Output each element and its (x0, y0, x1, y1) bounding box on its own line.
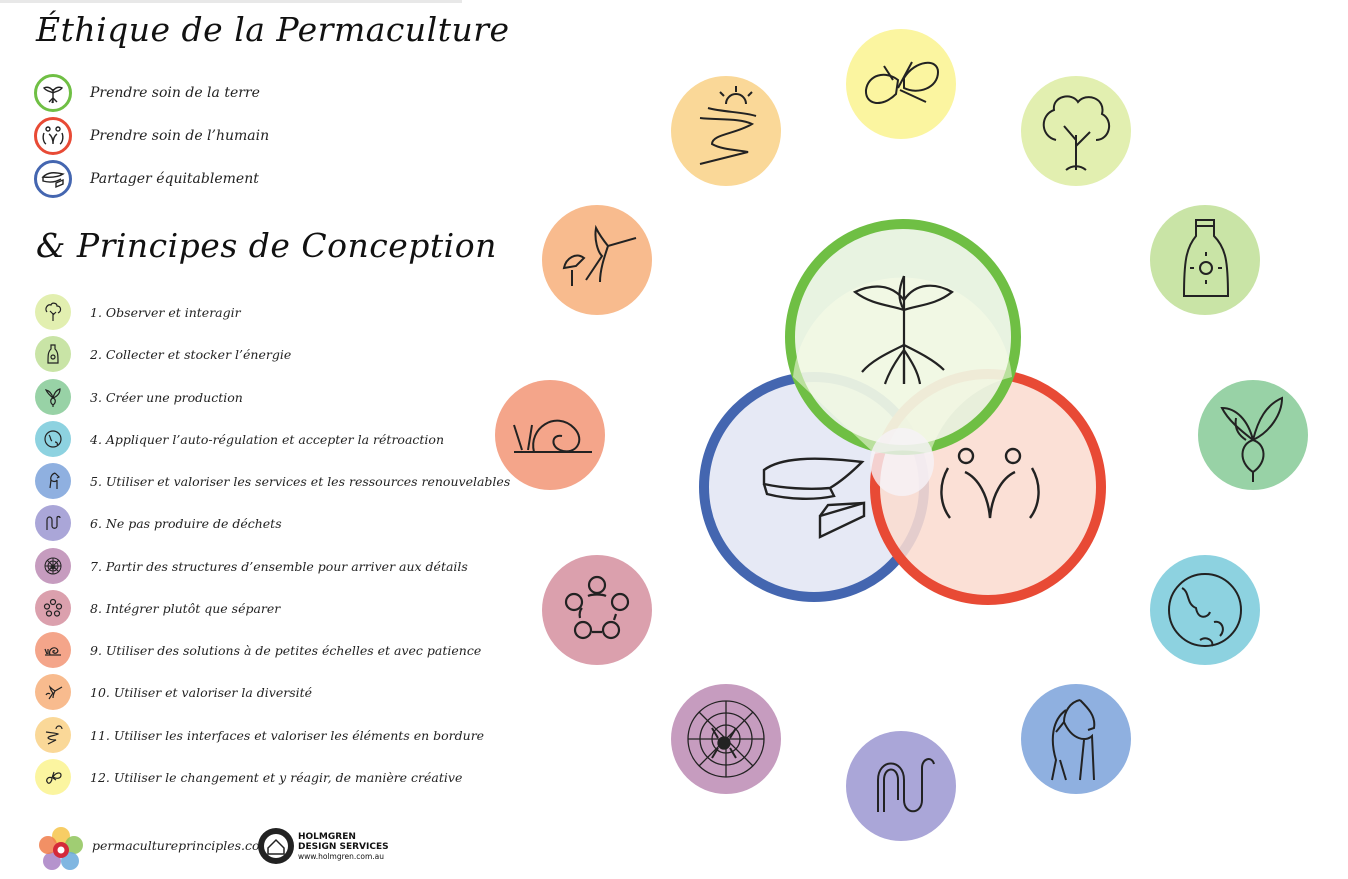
principle-item: 10. Utiliser et valoriser la diversité (35, 673, 312, 711)
principle-label: 1. Observer et interagir (90, 304, 241, 320)
principle-item: 5. Utiliser et valoriser les services et… (35, 462, 510, 500)
ethic-label: Prendre soin de l’humain (90, 128, 270, 144)
people-icon (34, 117, 72, 155)
principles-title: & Principes de Conception (36, 226, 497, 265)
butterfly-icon (35, 759, 71, 795)
principle-item: 6. Ne pas produire de déchets (35, 504, 282, 542)
company-line1: HOLMGREN (298, 832, 356, 842)
principle-item: 8. Intégrer plutôt que séparer (35, 589, 280, 627)
company-url-link[interactable]: www.holmgren.com.au (298, 852, 385, 861)
principle-label: 2. Collecter et stocker l’énergie (90, 346, 292, 362)
tree-icon (34, 74, 72, 112)
permaculture-diagram (495, 29, 1308, 841)
hummingbird-icon (562, 224, 637, 286)
holmgren-logo (256, 826, 296, 866)
principle-label: 5. Utiliser et valoriser les services et… (90, 473, 511, 489)
ethic-fair-share: Partager équitablement (34, 160, 259, 198)
beet-icon (1220, 396, 1284, 482)
principle-item: 3. Créer une production (35, 378, 243, 416)
principle-item: 1. Observer et interagir (35, 293, 241, 331)
ethics-title: Éthique de la Permaculture (36, 10, 510, 49)
snail-icon (35, 632, 71, 668)
principle-item: 11. Utiliser les interfaces et valoriser… (35, 716, 484, 754)
hummingbird-icon (35, 674, 71, 710)
company-line2: DESIGN SERVICES (298, 842, 389, 852)
principle-label: 12. Utiliser le changement et y réagir, … (90, 769, 463, 785)
tree-icon (852, 275, 954, 385)
horse-icon (1051, 699, 1096, 781)
principle-label: 8. Intégrer plutôt que séparer (90, 600, 281, 616)
spider-web-icon (35, 548, 71, 584)
principle-item: 12. Utiliser le changement et y réagir, … (35, 758, 462, 796)
principle-10-circle (542, 205, 652, 315)
snail-icon (513, 419, 592, 453)
principle-4-circle (1150, 555, 1260, 665)
ethic-earth-care: Prendre soin de la terre (34, 74, 260, 112)
flower-icon (564, 575, 630, 640)
river-icon (35, 717, 71, 753)
principle-9-circle (495, 380, 605, 490)
bottle-icon (35, 336, 71, 372)
butterfly-icon (864, 61, 940, 104)
principle-label: 4. Appliquer l’auto-régulation et accept… (90, 431, 445, 447)
cake-slice-icon (34, 160, 72, 198)
footer-url-link[interactable]: permacultureprinciples.com (92, 838, 272, 853)
principle-6-circle (846, 731, 956, 841)
bottle-icon (1182, 219, 1230, 297)
tree-icon (1042, 95, 1111, 171)
top-divider (0, 0, 462, 3)
worm-icon (877, 758, 935, 813)
principle-label: 11. Utiliser les interfaces et valoriser… (90, 727, 485, 743)
ethic-label: Partager équitablement (90, 171, 259, 187)
principle-11-circle (671, 76, 781, 186)
cake-slice-icon (762, 457, 866, 539)
principle-item: 4. Appliquer l’auto-régulation et accept… (35, 420, 444, 458)
flower-icon (35, 590, 71, 626)
people-icon (940, 447, 1040, 519)
globe-icon (1168, 573, 1242, 647)
principle-label: 10. Utiliser et valoriser la diversité (90, 684, 313, 700)
principle-5-circle (1021, 684, 1131, 794)
principle-label: 6. Ne pas produire de déchets (90, 515, 282, 531)
principle-1-circle (1021, 76, 1131, 186)
beet-icon (35, 379, 71, 415)
river-icon (699, 86, 757, 165)
tree-icon (35, 294, 71, 330)
principle-item: 9. Utiliser des solutions à de petites é… (35, 631, 481, 669)
principle-2-circle (1150, 205, 1260, 315)
spider-web-icon (687, 700, 765, 778)
principle-label: 7. Partir des structures d’ensemble pour… (90, 558, 468, 574)
ethic-people-care: Prendre soin de l’humain (34, 117, 269, 155)
ethics-venn (699, 219, 1106, 605)
globe-icon (35, 421, 71, 457)
principle-label: 3. Créer une production (90, 389, 243, 405)
horse-icon (35, 463, 71, 499)
principle-item: 7. Partir des structures d’ensemble pour… (35, 547, 468, 585)
flower-logo (36, 825, 86, 875)
ethic-label: Prendre soin de la terre (90, 85, 260, 101)
principle-circles (495, 29, 1308, 841)
principle-8-circle (542, 555, 652, 665)
worm-icon (35, 505, 71, 541)
principle-label: 9. Utiliser des solutions à de petites é… (90, 642, 482, 658)
principle-item: 2. Collecter et stocker l’énergie (35, 335, 291, 373)
holmgren-text: HOLMGREN DESIGN SERVICES www.holmgren.co… (298, 832, 389, 862)
